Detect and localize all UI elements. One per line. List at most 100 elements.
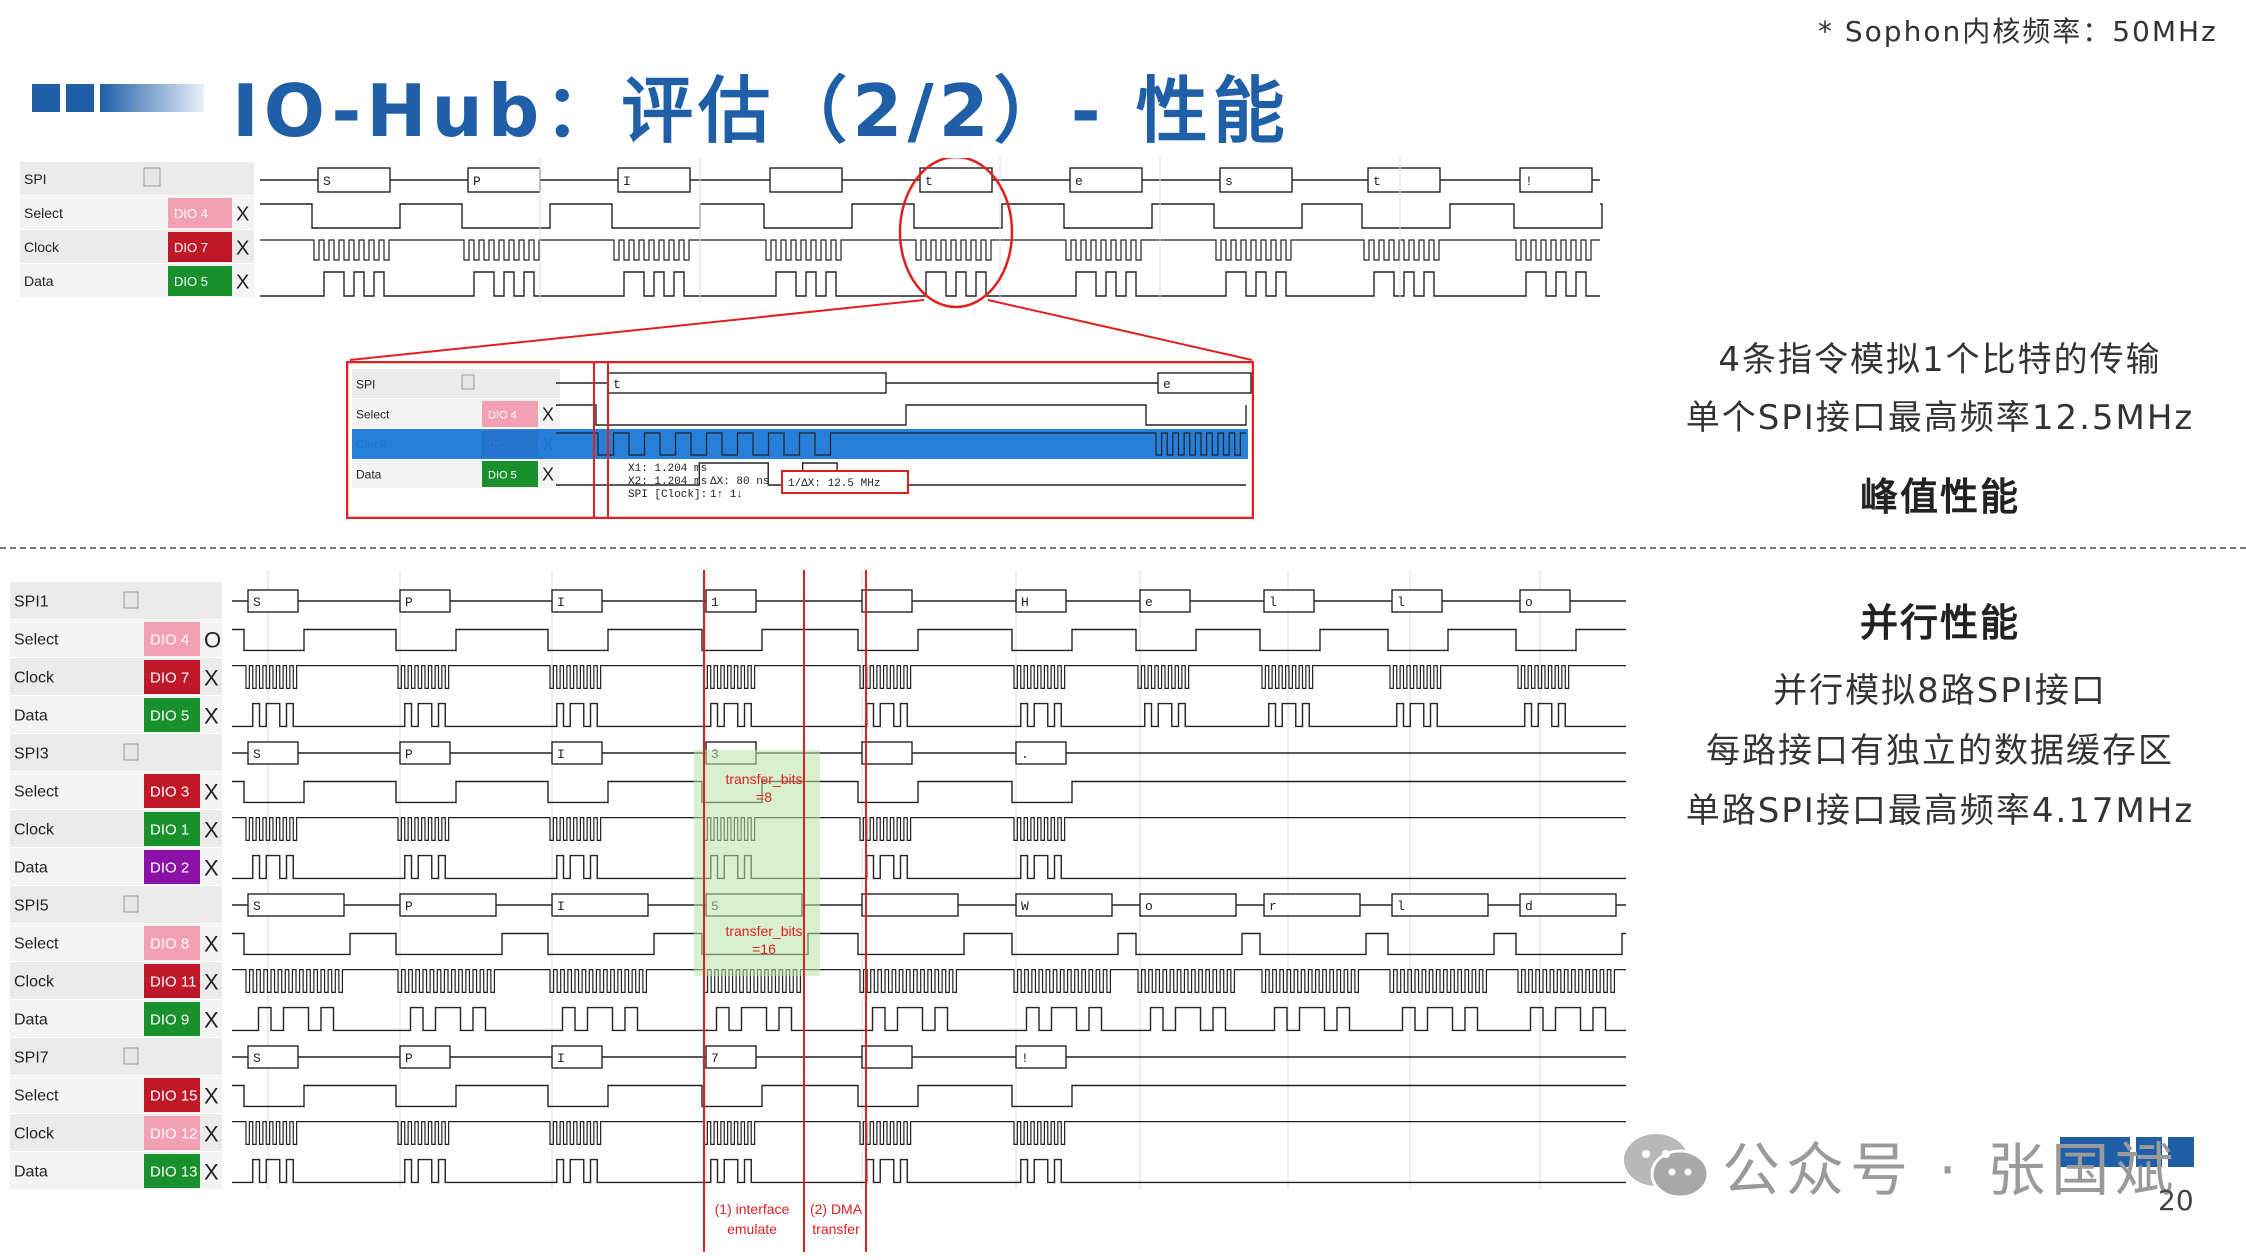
parallel-spi3-enable-mark: X xyxy=(204,855,219,880)
parallel-clock-SPI1 xyxy=(232,665,1626,689)
parallel-spi1-dio-label: DIO 7 xyxy=(150,670,189,687)
parallel-bus-SPI5-frame xyxy=(1519,893,1617,917)
top-signal-name: Data xyxy=(24,273,54,289)
top-spi-decoded: S xyxy=(323,174,331,189)
parallel-spi7-enable-mark: X xyxy=(204,1083,219,1108)
measure-spi-clock: SPI [Clock]: xyxy=(628,489,707,501)
parallel-bus-SPI1-frame xyxy=(705,589,757,613)
parallel-bus-SPI3-decoded: . xyxy=(1021,747,1029,762)
parallel-bus-SPI5-frame xyxy=(1015,893,1113,917)
hide-toggle-icon xyxy=(143,167,161,187)
parallel-spi3-enable-mark: X xyxy=(204,817,219,842)
parallel-spi1-dio-label: DIO 4 xyxy=(150,632,189,649)
parallel-spi3-enable-mark: X xyxy=(204,779,219,804)
parallel-bus-SPI1-decoded: l xyxy=(1397,595,1405,610)
parallel-clock-SPI3 xyxy=(232,817,1626,841)
parallel-hide-toggle-icon xyxy=(123,1047,139,1065)
parallel-bus-SPI1-decoded: H xyxy=(1021,595,1029,610)
parallel-spi3-signal-name: Clock xyxy=(14,822,55,839)
parallel-spi3-dio-badge xyxy=(144,774,200,808)
top-spi-decoded: I xyxy=(623,174,631,189)
zoom-signal-name: SPI xyxy=(356,378,375,392)
page-title: IO-Hub：评估（2/2）- 性能 xyxy=(232,69,1290,153)
zoom-clock-wave xyxy=(556,432,1246,456)
parallel-spi7-signal-name: Select xyxy=(14,1088,59,1105)
annot-bits16-line1: transfer_bits xyxy=(725,923,802,939)
parallel-bus-SPI1-frame xyxy=(1519,589,1571,613)
parallel-bus-SPI1-decoded: o xyxy=(1525,595,1533,610)
top-spi-decoded: s xyxy=(1225,174,1233,189)
title-decoration xyxy=(32,84,204,112)
parallel-spi3-signal-name: Data xyxy=(14,860,48,877)
parallel-bus-SPI1-decoded: e xyxy=(1145,595,1153,610)
parallel-bus-SPI3-frame xyxy=(1015,741,1067,765)
parallel-spi5-enable-mark: X xyxy=(204,931,219,956)
parallel-bus-SPI3-decoded: I xyxy=(557,747,565,762)
zoom-hide-toggle-icon xyxy=(461,374,475,390)
parallel-spi5-signal-name: SPI5 xyxy=(14,898,49,915)
top-spi-frame xyxy=(617,167,691,193)
parallel-hide-toggle-icon xyxy=(123,591,139,609)
zoom-select-wave xyxy=(556,404,1247,426)
top-spi-decoded: t xyxy=(1373,174,1381,189)
parallel-bus-SPI5-decoded: W xyxy=(1021,899,1029,914)
parallel-bus-SPI5-decoded: l xyxy=(1397,899,1405,914)
parallel-spi1-dio-badge xyxy=(144,660,200,694)
parallel-spi1-enable-mark: O xyxy=(204,627,221,652)
parallel-spi1-signal-name: SPI1 xyxy=(14,594,49,611)
parallel-bus-SPI5-decoded: I xyxy=(557,899,565,914)
parallel-clock-SPI5 xyxy=(232,969,1626,993)
top-signal-name: SPI xyxy=(24,171,47,187)
measure-x2: X2: 1.204 ms xyxy=(628,476,707,488)
parallel-bus-SPI5-frame xyxy=(861,893,959,917)
zoom-spi-frame xyxy=(1157,372,1252,394)
parallel-line-3: 单路SPI接口最高频率4.17MHz xyxy=(1685,791,2195,831)
parallel-spi7-dio-label: DIO 15 xyxy=(150,1088,198,1105)
top-dio-label: DIO 4 xyxy=(174,206,208,221)
parallel-bus-SPI3-frame xyxy=(551,741,603,765)
zoom-enable-mark: X xyxy=(542,405,554,425)
top-row-bg xyxy=(20,162,254,195)
top-spi-decoded: t xyxy=(925,174,933,189)
parallel-bus-SPI5-frame xyxy=(247,893,345,917)
parallel-spi5-enable-mark: X xyxy=(204,1007,219,1032)
top-dio-label: DIO 7 xyxy=(174,240,208,255)
parallel-spi1-dio-badge xyxy=(144,698,200,732)
top-spi-frame xyxy=(1069,167,1143,193)
top-spi-frame xyxy=(1519,167,1593,193)
parallel-bus-SPI7-frame xyxy=(247,1045,299,1069)
parallel-spi7-row-bg xyxy=(10,1038,222,1075)
parallel-bus-SPI1-frame xyxy=(1015,589,1067,613)
top-enable-mark: X xyxy=(236,237,249,259)
parallel-spi5-dio-label: DIO 11 xyxy=(150,974,196,991)
parallel-bus-SPI5-decoded: S xyxy=(253,899,261,914)
parallel-bus-SPI5-decoded: d xyxy=(1525,899,1533,914)
top-spi-decoded: ! xyxy=(1525,174,1533,189)
parallel-spi3-dio-badge xyxy=(144,850,200,884)
parallel-heading: 并行性能 xyxy=(1859,601,2020,645)
measure-freq: 1/ΔX: 12.5 MHz xyxy=(788,478,880,490)
parallel-bus-SPI1-frame xyxy=(1139,589,1191,613)
zoom-connector xyxy=(349,299,1253,361)
parallel-bus-SPI1-frame xyxy=(399,589,451,613)
parallel-bus-SPI7-decoded: ! xyxy=(1021,1051,1029,1066)
page-number: 20 xyxy=(2158,1184,2194,1217)
zoom-signal-name: Data xyxy=(356,468,382,482)
frequency-note: * Sophon内核频率：50MHz xyxy=(1818,15,2218,48)
top-signal-name: Clock xyxy=(24,239,60,255)
parallel-spi7-signal-name: SPI7 xyxy=(14,1050,49,1067)
annot-dma-line2: transfer xyxy=(812,1221,860,1237)
top-clock-wave xyxy=(260,239,1600,261)
top-signal-name: Select xyxy=(24,205,63,221)
zoom-dio-label: DIO 4 xyxy=(488,410,517,422)
zoom-signal-name: Select xyxy=(356,408,390,422)
parallel-spi3-dio-label: DIO 2 xyxy=(150,860,189,877)
parallel-spi7-dio-label: DIO 12 xyxy=(150,1126,198,1143)
parallel-spi7-dio-badge xyxy=(144,1078,200,1112)
zoom-enable-mark: X xyxy=(542,465,554,485)
parallel-bus-SPI5-frame xyxy=(399,893,497,917)
parallel-bus-SPI1-frame xyxy=(861,589,913,613)
parallel-bus-SPI5-decoded: r xyxy=(1269,899,1277,914)
peak-heading: 峰值性能 xyxy=(1859,475,2020,519)
parallel-spi7-signal-name: Data xyxy=(14,1164,48,1181)
